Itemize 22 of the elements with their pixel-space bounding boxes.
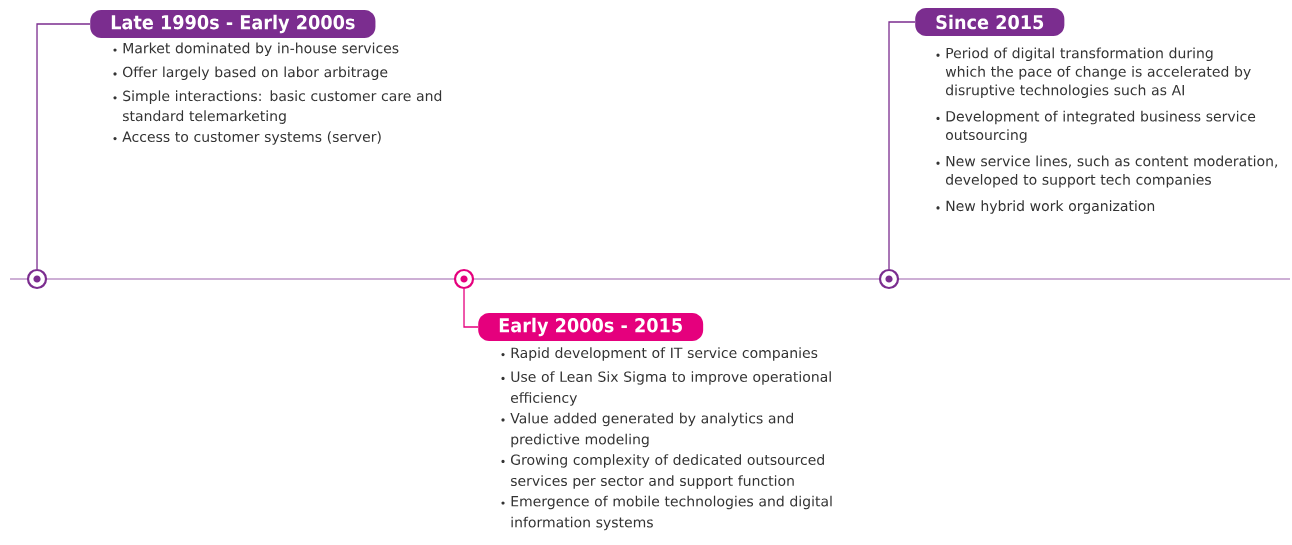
bullet-item: Growing complexity of dedicated outsourced services per sector and support function (501, 454, 824, 489)
connector-line (36, 23, 91, 270)
bullet-item: Market dominated by in-house services (113, 42, 399, 57)
bullet-item: Simple interactions: basic customer care and standard telemarketing (113, 90, 442, 124)
bullet-item: Development of integrated business service outsourcing (936, 110, 1256, 143)
bullet-item: Value added generated by analytics and predictive modeling (501, 412, 793, 448)
period-label: Early 2000s - 2015 (478, 313, 704, 341)
period-label: Since 2015 (915, 8, 1065, 36)
timeline-marker (453, 268, 475, 290)
bullet-item: Emergence of mobile technologies and digital information systems (501, 495, 832, 531)
bullet-item: New service lines, such as content moderation, developed to support tech companies (936, 155, 1278, 188)
period-label: Late 1990s - Early 2000s (90, 10, 376, 38)
bullet-item: New hybrid work organization (936, 200, 1155, 214)
timeline-marker (26, 268, 48, 290)
timeline-marker (878, 268, 900, 290)
bullet-item: Period of digital transformation during which the pace of change is accelerated by disruptive technologies such as AI (936, 47, 1251, 99)
bullet-item: Access to customer systems (server) (113, 131, 381, 145)
connector-line (888, 21, 916, 270)
connector-line (463, 288, 479, 328)
bullet-item: Use of Lean Six Sigma to improve operational efficiency (501, 371, 831, 406)
bullet-item: Offer largely based on labor arbitrage (113, 66, 388, 80)
bullet-item: Rapid development of IT service companies (501, 347, 818, 361)
